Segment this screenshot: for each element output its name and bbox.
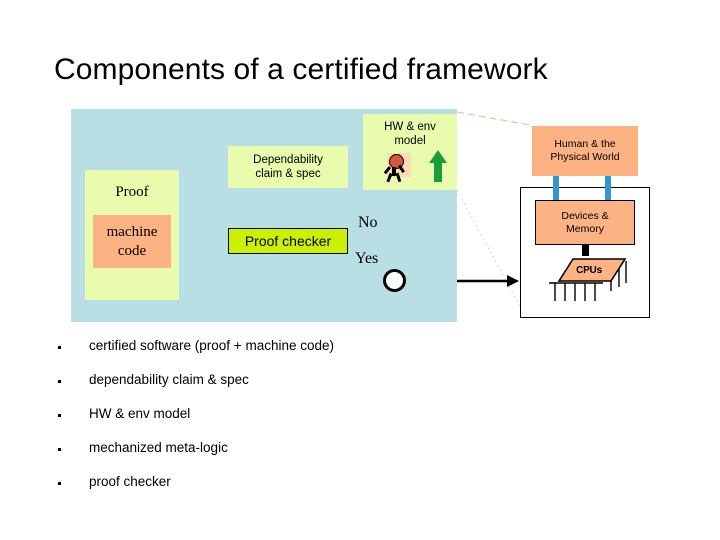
- machine-code-label: machine code: [107, 223, 158, 261]
- devices-memory-box: Devices & Memory: [535, 200, 635, 245]
- dependability-claim-box: Dependability claim & spec: [228, 146, 348, 188]
- proof-checker-label: Proof checker: [244, 233, 332, 249]
- proof-group-box: Proof machine code: [85, 170, 179, 300]
- cpus-label: CPUs: [576, 265, 602, 276]
- machine-code-line2: code: [117, 242, 147, 259]
- dependability-line1: Dependability: [253, 154, 323, 166]
- machine-code-box: machine code: [93, 215, 171, 268]
- person-body: [392, 167, 396, 176]
- person-icon: [383, 152, 413, 183]
- list-item: dependability claim & spec: [58, 372, 658, 406]
- bullet-text: certified software (proof + machine code…: [89, 338, 334, 353]
- bullet-text: mechanized meta-logic: [89, 440, 228, 455]
- cpu-chip-icon: CPUs: [545, 255, 631, 305]
- green-up-arrow-icon: [429, 150, 447, 182]
- bullet-text: proof checker: [89, 474, 171, 489]
- junction-node-icon: [383, 269, 406, 292]
- cpu-chip-svg: [549, 258, 627, 301]
- proof-label: Proof: [115, 184, 149, 200]
- page-title: Components of a certified framework: [54, 53, 548, 86]
- human-physical-world-label: Human & the Physical World: [550, 138, 619, 164]
- blue-connector-right: [605, 176, 611, 201]
- list-item: certified software (proof + machine code…: [58, 338, 658, 372]
- green-up-arrow-head: [429, 150, 447, 163]
- proof-checker-box: Proof checker: [228, 228, 348, 254]
- human-physical-world-box: Human & the Physical World: [532, 126, 638, 176]
- dependability-label: Dependability claim & spec: [253, 153, 323, 181]
- blue-connector-left: [553, 176, 559, 201]
- list-item: mechanized meta-logic: [58, 440, 658, 474]
- bullet-text: dependability claim & spec: [89, 372, 249, 387]
- machine-code-line1: machine: [106, 223, 158, 240]
- human-world-line2: Physical World: [550, 151, 620, 163]
- dependability-line2: claim & spec: [255, 168, 321, 180]
- hw-env-line2: model: [394, 135, 426, 147]
- devices-line1: Devices &: [561, 209, 609, 222]
- branch-label-yes: Yes: [355, 250, 379, 267]
- devices-memory-label: Devices & Memory: [561, 210, 608, 236]
- hw-env-line1: HW & env: [384, 121, 436, 133]
- hw-env-model-box: HW & env model: [363, 114, 457, 190]
- devices-line2: Memory: [566, 222, 604, 235]
- bullet-dot-icon: [58, 414, 61, 417]
- bullet-dot-icon: [58, 482, 61, 485]
- hw-env-label: HW & env model: [363, 120, 457, 148]
- bullet-dot-icon: [58, 448, 61, 451]
- bullet-dot-icon: [58, 380, 61, 383]
- bullet-list: certified software (proof + machine code…: [58, 338, 658, 508]
- bullet-text: HW & env model: [89, 406, 191, 421]
- list-item: HW & env model: [58, 406, 658, 440]
- branch-label-no: No: [358, 214, 378, 231]
- green-up-arrow-shaft: [434, 161, 442, 182]
- bullet-dot-icon: [58, 346, 61, 349]
- list-item: proof checker: [58, 474, 658, 508]
- devices-to-cpu-link: [582, 245, 589, 256]
- human-world-line1: Human & the: [554, 138, 616, 150]
